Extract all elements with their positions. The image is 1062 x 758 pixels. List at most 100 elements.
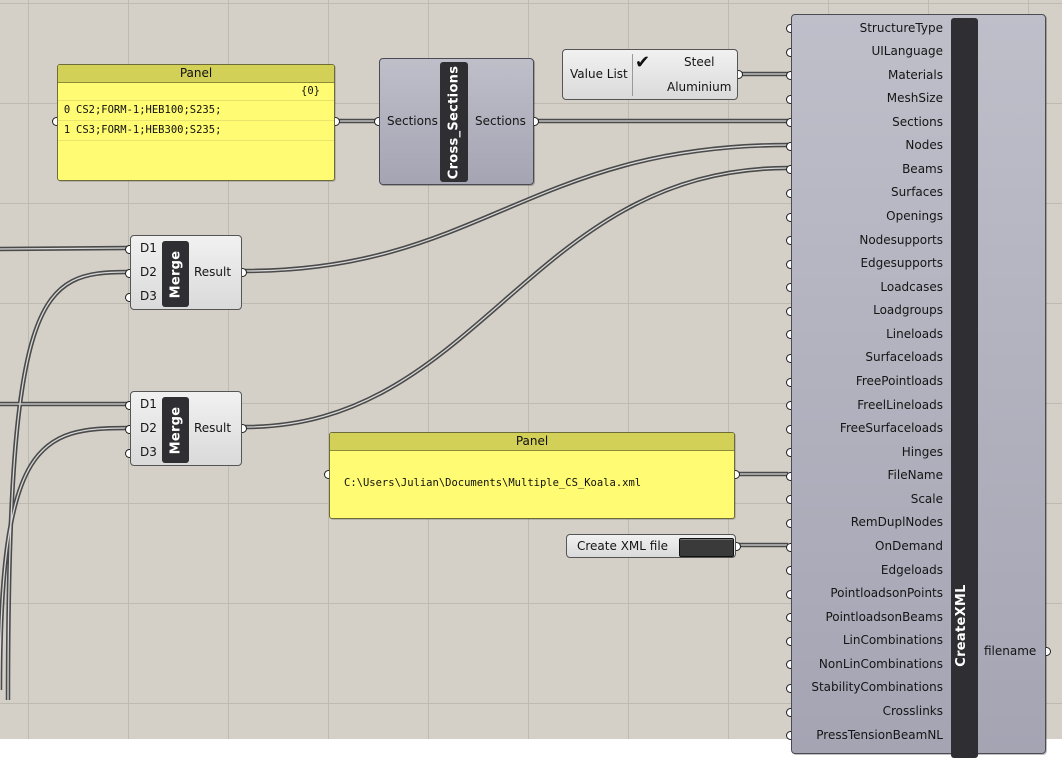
- input-label-edgesupports: Edgesupports: [860, 256, 943, 271]
- panel-header: Panel: [58, 65, 334, 83]
- input-label-pointloadsonpoints: PointloadsonPoints: [830, 586, 943, 601]
- input-label-lineloads: Lineloads: [886, 326, 943, 341]
- input-grip[interactable]: [786, 471, 791, 481]
- input-grip[interactable]: [786, 448, 791, 458]
- input-label-pointloadsonbeams: PointloadsonBeams: [825, 609, 943, 624]
- input-grip[interactable]: [125, 425, 130, 434]
- output-grip[interactable]: [738, 70, 743, 79]
- input-grip[interactable]: [786, 94, 791, 104]
- input-grip[interactable]: [786, 566, 791, 576]
- input-grip[interactable]: [786, 71, 791, 81]
- input-grip[interactable]: [786, 636, 791, 646]
- value-list-item-steel[interactable]: Steel: [684, 55, 715, 69]
- filename-text: C:\Users\Julian\Documents\Multiple_CS_Ko…: [344, 477, 642, 489]
- input-grip[interactable]: [786, 47, 791, 57]
- input-grip[interactable]: [786, 542, 791, 552]
- input-grip[interactable]: [786, 165, 791, 175]
- output-grip[interactable]: [335, 117, 340, 126]
- input-label-d1: D1: [140, 241, 157, 255]
- merge-component-1[interactable]: D1 D2 D3 Merge Result: [125, 235, 247, 310]
- output-grip[interactable]: [1046, 647, 1051, 656]
- input-label-nonlincombinations: NonLinCombinations: [818, 656, 943, 671]
- value-list-item-aluminium[interactable]: Aluminium: [667, 80, 732, 94]
- input-grip[interactable]: [786, 613, 791, 623]
- input-grip[interactable]: [786, 660, 791, 670]
- input-grip[interactable]: [125, 401, 130, 410]
- input-label-openings: Openings: [886, 209, 943, 224]
- input-grip[interactable]: [786, 401, 791, 411]
- input-grip[interactable]: [125, 245, 130, 254]
- checkmark-icon: ✔: [635, 52, 651, 73]
- output-label-result: Result: [194, 265, 232, 279]
- merge-component-2[interactable]: D1 D2 D3 Merge Result: [125, 391, 247, 466]
- input-label-d1: D1: [140, 397, 157, 411]
- cross-sections-component[interactable]: Sections Cross_Sections Sections: [374, 58, 539, 185]
- wire-merge2-to-beams: [244, 165, 789, 430]
- input-grip[interactable]: [786, 353, 791, 363]
- input-label-freesurfaceloads: FreeSurfaceloads: [839, 421, 943, 436]
- panel-filename[interactable]: Panel C:\Users\Julian\Documents\Multiple…: [324, 432, 740, 519]
- input-grip[interactable]: [786, 707, 791, 717]
- input-label-filename: FileName: [887, 468, 943, 483]
- input-grip[interactable]: [786, 683, 791, 693]
- row-text: CS2;FORM-1;HEB100;S235;: [76, 104, 222, 116]
- input-label-remduplnodes: RemDuplNodes: [850, 515, 943, 530]
- create-xml-toggle[interactable]: Create XML file: [566, 534, 741, 558]
- input-label-surfaces: Surfaces: [891, 185, 943, 200]
- input-label-lincombinations: LinCombinations: [842, 633, 943, 648]
- input-grip[interactable]: [125, 293, 130, 302]
- input-label-loadcases: Loadcases: [880, 279, 943, 294]
- input-grip[interactable]: [125, 269, 130, 278]
- input-label-d3: D3: [140, 445, 157, 459]
- input-label-nodes: Nodes: [905, 138, 943, 153]
- panel-sections[interactable]: Panel {0} 0 CS2;FORM-1;HEB100;S235; 1 CS…: [52, 64, 340, 181]
- input-label-freellineloads: FreelLineloads: [857, 397, 943, 412]
- input-label-sections: Sections: [387, 114, 438, 128]
- input-grip[interactable]: [786, 24, 791, 33]
- input-label-freepointloads: FreePointloads: [855, 374, 943, 389]
- input-label-ondemand: OnDemand: [875, 539, 943, 554]
- output-label-filename: filename: [984, 644, 1037, 658]
- divider: [632, 54, 633, 96]
- input-grip[interactable]: [786, 306, 791, 316]
- input-grip[interactable]: [786, 589, 791, 599]
- input-grip[interactable]: [786, 283, 791, 293]
- input-label-surfaceloads: Surfaceloads: [865, 350, 943, 365]
- toggle-label: Create XML file: [577, 539, 669, 553]
- input-label-structuretype: StructureType: [859, 20, 943, 35]
- input-grip[interactable]: [125, 449, 130, 458]
- wire-into-merge2-d2: [0, 425, 129, 691]
- wire-into-merge1-d2: [5, 269, 129, 701]
- input-grip[interactable]: [786, 212, 791, 222]
- input-grip[interactable]: [786, 424, 791, 434]
- input-grip[interactable]: [786, 236, 791, 246]
- input-grip[interactable]: [786, 495, 791, 505]
- row-index: 1: [63, 124, 71, 136]
- input-grip[interactable]: [52, 117, 57, 126]
- input-label-d2: D2: [140, 265, 157, 279]
- output-grip[interactable]: [242, 424, 247, 433]
- input-grip[interactable]: [374, 117, 379, 126]
- input-label-presstensionbeamnl: PressTensionBeamNL: [816, 727, 943, 742]
- input-grip[interactable]: [786, 118, 791, 128]
- input-grip[interactable]: [786, 330, 791, 340]
- input-grip[interactable]: [786, 188, 791, 198]
- input-grip[interactable]: [786, 259, 791, 269]
- input-label-beams: Beams: [902, 161, 943, 176]
- output-grip[interactable]: [242, 268, 247, 277]
- toggle-switch[interactable]: [679, 538, 734, 557]
- input-label-stabilitycombinations: StabilityCombinations: [811, 680, 943, 695]
- input-grip[interactable]: [786, 377, 791, 387]
- output-grip[interactable]: [736, 542, 741, 551]
- input-label-edgeloads: Edgeloads: [880, 562, 943, 577]
- output-grip[interactable]: [534, 117, 539, 126]
- panel-row: 0 CS2;FORM-1;HEB100;S235;: [58, 101, 334, 121]
- input-grip[interactable]: [324, 470, 329, 479]
- output-grip[interactable]: [735, 470, 740, 479]
- value-list-label: Value List: [570, 67, 628, 81]
- value-list[interactable]: Value List ✔ Steel Aluminium: [562, 49, 743, 100]
- input-grip[interactable]: [786, 518, 791, 528]
- input-grip[interactable]: [786, 141, 791, 151]
- component-nickname: CreateXML: [951, 18, 978, 758]
